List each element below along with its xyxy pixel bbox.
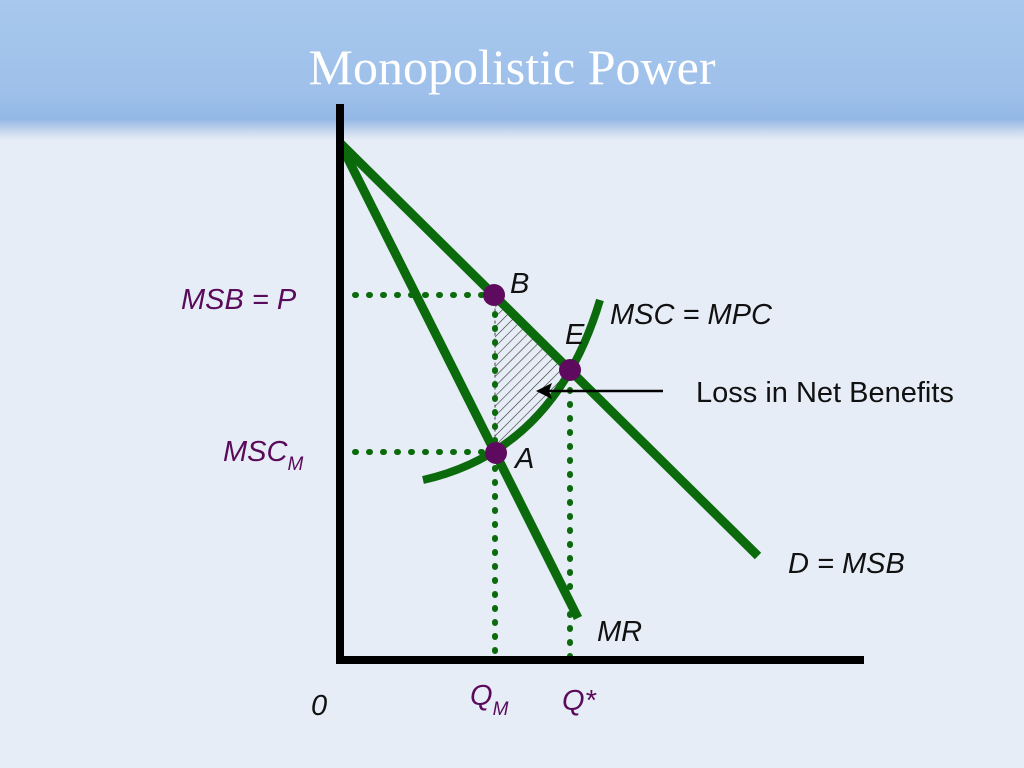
marginal-cost-curve <box>422 298 604 484</box>
point-b-marker <box>483 284 505 306</box>
origin-label: 0 <box>311 690 327 722</box>
point-a-marker <box>485 442 507 464</box>
loss-arrow-head <box>536 383 552 399</box>
deadweight-loss-area <box>494 293 571 454</box>
q-m-label-sub: M <box>493 699 509 720</box>
q-m-label: QM <box>470 680 509 720</box>
price-label: MSB = P <box>181 284 297 316</box>
q-m-label-main: Q <box>470 680 493 712</box>
point-e-marker <box>559 359 581 381</box>
msc-m-label-sub: M <box>287 454 303 475</box>
loss-annotation-label: Loss in Net Benefits <box>696 377 954 409</box>
msc-m-label: MSCM <box>223 436 303 475</box>
demand-curve-label: D = MSB <box>788 548 905 580</box>
point-e-label: E <box>565 319 585 351</box>
demand-curve <box>336 139 762 560</box>
q-star-label: Q* <box>562 685 598 717</box>
marginal-revenue-curve <box>335 140 583 621</box>
msc-m-label-main: MSC <box>223 436 289 468</box>
marginal-revenue-label: MR <box>597 616 642 648</box>
point-a-label: A <box>513 443 534 475</box>
supply-curve-label: MSC = MPC <box>610 299 773 331</box>
slide-title: Monopolistic Power <box>308 39 716 95</box>
title-banner-edge <box>0 118 1024 140</box>
title-banner <box>0 0 1024 130</box>
point-b-label: B <box>510 268 529 300</box>
